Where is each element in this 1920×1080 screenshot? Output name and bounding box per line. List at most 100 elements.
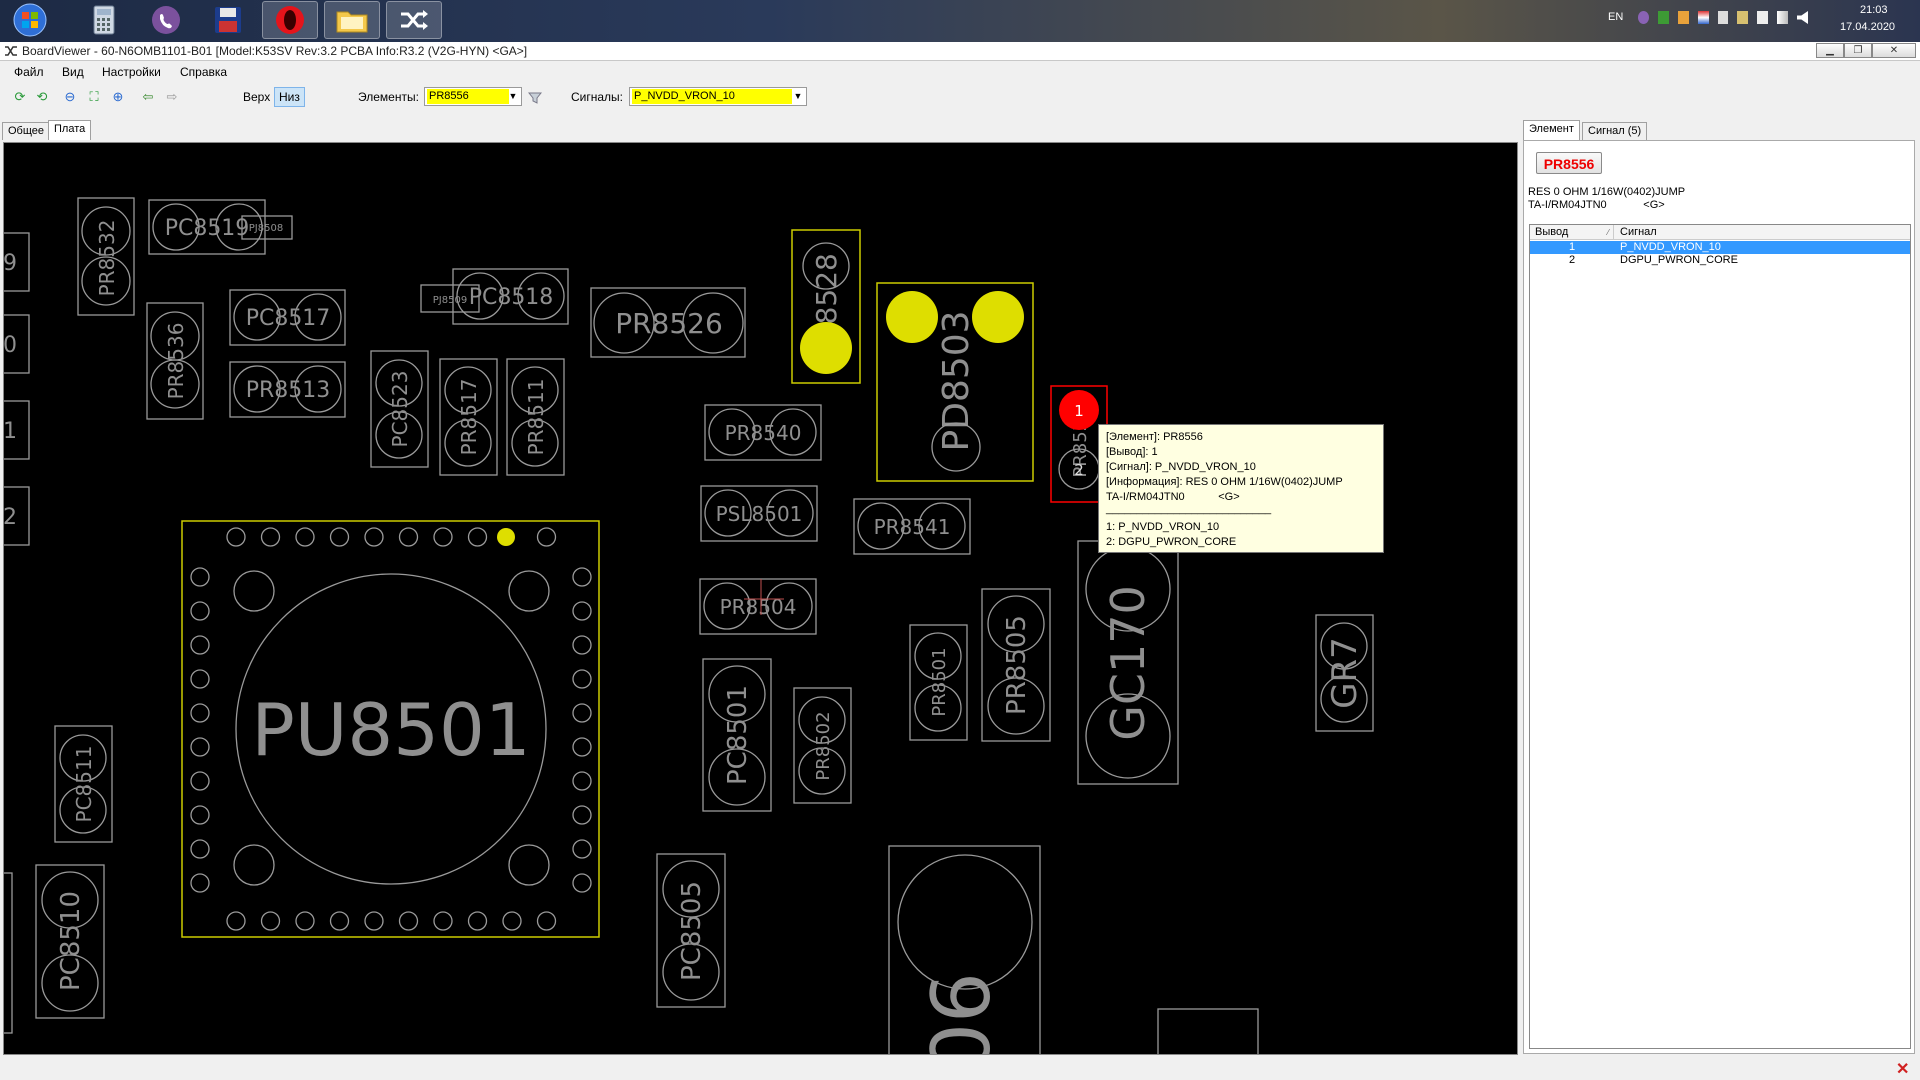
taskbar-calculator[interactable] xyxy=(76,1,132,39)
close-button[interactable]: ✕ xyxy=(1872,43,1916,58)
pd8503-pin-2[interactable] xyxy=(972,291,1024,343)
pu8501-pin[interactable] xyxy=(467,911,488,931)
pu8501-pin[interactable] xyxy=(572,635,592,655)
tray-icons xyxy=(1638,11,1808,27)
col-header-signal[interactable]: Сигнал xyxy=(1614,225,1910,240)
pu8501-pin[interactable] xyxy=(260,911,281,931)
taskbar-viber[interactable] xyxy=(138,1,194,39)
pcb-board-svg[interactable]: PU8501 PC8519 PR8532 PC8517 PR8513 PR853… xyxy=(4,143,1517,1054)
pu8501-pin[interactable] xyxy=(572,839,592,859)
pu8501-pin[interactable] xyxy=(572,703,592,723)
taskbar-save-app[interactable] xyxy=(200,1,256,39)
tooltip-pin: [Вывод]: 1 xyxy=(1106,446,1158,458)
pc8528-pin-highlight[interactable] xyxy=(800,322,852,374)
device-tray-icon[interactable] xyxy=(1718,11,1728,24)
pu8501-pin[interactable] xyxy=(364,527,384,547)
close-x-icon[interactable]: ✕ xyxy=(1896,1061,1910,1078)
menu-help[interactable]: Справка xyxy=(180,65,228,79)
pu8501-pin[interactable] xyxy=(572,873,592,893)
pu8501-pin[interactable] xyxy=(433,527,453,547)
volume-tray-icon[interactable] xyxy=(1796,11,1808,24)
pu8501-pin[interactable] xyxy=(295,527,315,547)
pu8501-pin[interactable] xyxy=(260,527,281,547)
tab-board[interactable]: Плата xyxy=(48,120,92,140)
pu8501-pin[interactable] xyxy=(190,771,210,791)
taskbar-opera[interactable] xyxy=(262,1,318,39)
pu8501-pin[interactable] xyxy=(190,839,210,859)
pu8501-pin[interactable] xyxy=(190,669,210,689)
bottom-side-button[interactable]: Низ xyxy=(274,87,305,107)
reload-icon[interactable]: ⟲ xyxy=(36,89,48,104)
minimize-button[interactable]: ▁ xyxy=(1816,43,1844,58)
flag-tray-icon[interactable] xyxy=(1698,11,1710,24)
pu8501-pin[interactable] xyxy=(572,567,592,587)
back-arrow-icon[interactable]: ⇦ xyxy=(142,89,154,104)
security-tray-icon[interactable] xyxy=(1678,11,1690,24)
taskbar-boardviewer[interactable] xyxy=(386,1,442,39)
menu-file[interactable]: Файл xyxy=(14,65,44,79)
pd8503-pin-1[interactable] xyxy=(886,291,938,343)
pu8501-pin[interactable] xyxy=(226,911,246,931)
pu8501-pin[interactable] xyxy=(572,737,592,757)
battery-tray-icon[interactable] xyxy=(1756,11,1768,24)
filter-icon[interactable] xyxy=(528,91,542,105)
table-row[interactable]: 2 DGPU_PWRON_CORE xyxy=(1530,254,1910,267)
pu8501-pin[interactable] xyxy=(190,601,210,621)
pu8501-pin[interactable] xyxy=(190,873,210,893)
pin-signal-table[interactable]: Вывод ⁄ Сигнал 1 P_NVDD_VRON_10 2 DGPU_P… xyxy=(1529,224,1911,1049)
pu8501-pin[interactable] xyxy=(190,805,210,825)
pu8501-pin[interactable] xyxy=(190,567,210,587)
pu8501-pin[interactable] xyxy=(572,669,592,689)
label-06: 06 xyxy=(915,972,1008,1054)
maximize-button[interactable]: ❐ xyxy=(1844,43,1872,58)
elements-combo[interactable]: PR8556 ▼ xyxy=(424,87,522,106)
tab-signal[interactable]: Сигнал (5) xyxy=(1582,122,1648,140)
zoom-out-icon[interactable]: ⊖ xyxy=(64,89,76,104)
refresh-icon[interactable]: ⟳ xyxy=(14,89,26,104)
pu8501-pin[interactable] xyxy=(572,601,592,621)
pu8501-pin[interactable] xyxy=(226,527,246,547)
pu8501-pin[interactable] xyxy=(536,911,557,931)
start-button[interactable] xyxy=(2,1,58,39)
network-tray-icon[interactable] xyxy=(1658,11,1670,24)
pr8556-pin-1-selected[interactable] xyxy=(1059,390,1099,430)
tray-time[interactable]: 21:03 xyxy=(1860,4,1888,16)
tray-date[interactable]: 17.04.2020 xyxy=(1840,21,1896,33)
pu8501-pin[interactable] xyxy=(295,911,315,931)
pu8501-pin[interactable] xyxy=(502,911,522,931)
signal-tray-icon[interactable] xyxy=(1776,11,1788,24)
pu8501-pin[interactable] xyxy=(329,527,350,547)
pu8501-pin[interactable] xyxy=(433,911,453,931)
signals-combo[interactable]: P_NVDD_VRON_10 ▼ xyxy=(629,87,807,106)
col-header-pin[interactable]: Вывод ⁄ xyxy=(1530,225,1614,240)
pu8501-pin[interactable] xyxy=(190,737,210,757)
pen-tray-icon[interactable] xyxy=(1736,11,1748,24)
element-name-button[interactable]: PR8556 xyxy=(1536,152,1602,174)
pu8501-pin[interactable] xyxy=(398,911,419,931)
pu8501-pin[interactable] xyxy=(190,703,210,723)
taskbar-explorer[interactable] xyxy=(324,1,380,39)
tab-general[interactable]: Общее xyxy=(2,122,51,140)
tray-language[interactable]: EN xyxy=(1608,11,1624,23)
pu8501-pin[interactable] xyxy=(572,771,592,791)
pu8501-pin[interactable] xyxy=(190,635,210,655)
pcb-board-canvas[interactable]: PU8501 PC8519 PR8532 PC8517 PR8513 PR853… xyxy=(3,142,1518,1055)
pu8501-pin[interactable] xyxy=(364,911,384,931)
chevron-down-icon[interactable]: ▼ xyxy=(508,91,518,101)
top-side-button[interactable]: Верх xyxy=(243,90,271,104)
pu8501-pin[interactable] xyxy=(467,527,488,547)
chevron-down-icon[interactable]: ▼ xyxy=(793,91,803,101)
pu8501-pin[interactable] xyxy=(536,527,557,547)
forward-arrow-icon[interactable]: ⇨ xyxy=(166,89,178,104)
table-row[interactable]: 1 P_NVDD_VRON_10 xyxy=(1530,241,1910,254)
zoom-fit-icon[interactable]: ⛶ xyxy=(89,89,99,104)
pu8501-pin[interactable] xyxy=(572,805,592,825)
menu-view[interactable]: Вид xyxy=(62,65,84,79)
pu8501-pin-highlight[interactable] xyxy=(497,528,515,546)
pu8501-pin[interactable] xyxy=(398,527,419,547)
pu8501-pin[interactable] xyxy=(329,911,350,931)
tab-element[interactable]: Элемент xyxy=(1523,120,1580,140)
viber-tray-icon[interactable] xyxy=(1638,11,1650,24)
menu-settings[interactable]: Настройки xyxy=(102,65,161,79)
zoom-in-icon[interactable]: ⊕ xyxy=(112,89,124,104)
